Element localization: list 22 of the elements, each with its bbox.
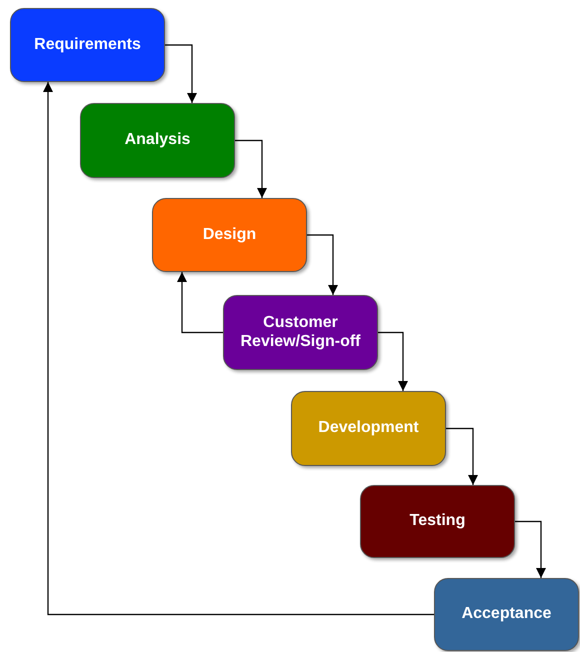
step-label: Testing	[408, 512, 466, 531]
process-box	[10, 8, 165, 82]
process-box	[291, 391, 446, 466]
process-box	[360, 485, 515, 558]
step-label: Design	[202, 226, 258, 244]
process-box	[80, 103, 235, 178]
arrow	[235, 140, 267, 198]
step-label: Customer Review/Sign-off	[239, 314, 362, 351]
arrow	[165, 44, 197, 103]
step-label: Requirements	[33, 36, 142, 54]
step-label: Development	[317, 419, 420, 438]
arrow	[446, 428, 478, 485]
arrow	[43, 82, 434, 616]
arrow	[307, 234, 338, 295]
process-box	[434, 578, 579, 651]
process-box	[223, 295, 378, 370]
arrow	[177, 272, 223, 334]
arrow	[378, 332, 408, 391]
arrow	[515, 520, 546, 578]
step-label: Analysis	[124, 131, 192, 150]
step-label: Acceptance	[460, 605, 552, 624]
process-box	[152, 198, 307, 272]
